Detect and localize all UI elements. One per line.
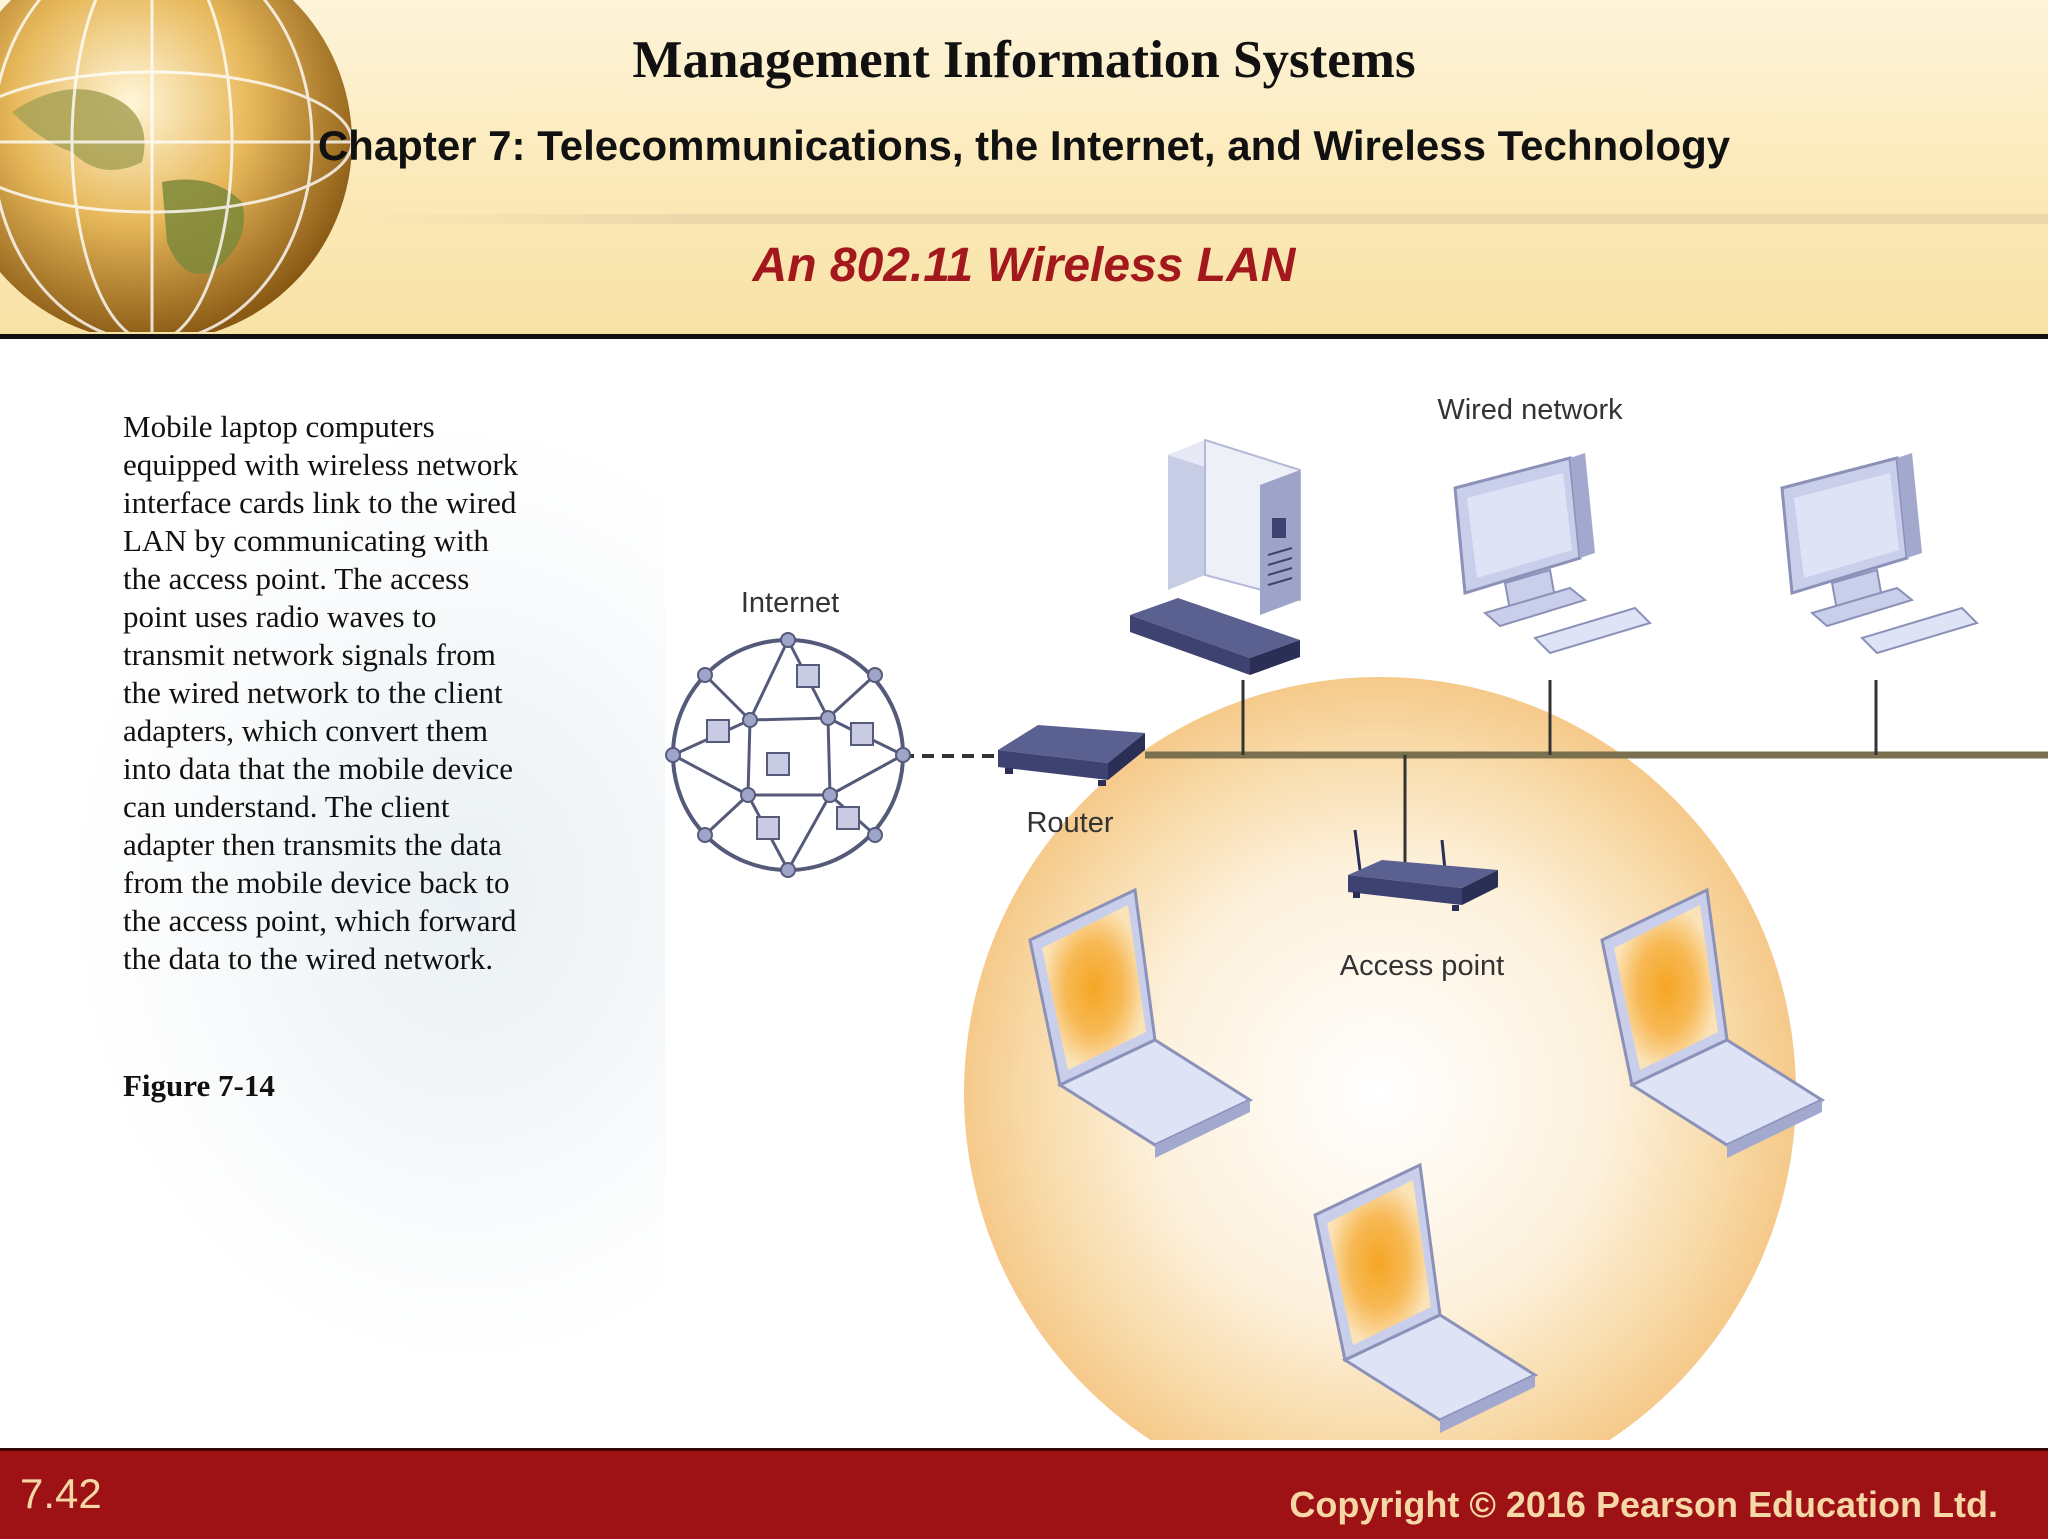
figure-description: Mobile laptop computers equipped with wi… (123, 408, 583, 978)
desktop-computer-icon (1780, 453, 1979, 655)
desktop-computer-icon (1453, 453, 1652, 655)
description-line: adapters, which convert them (123, 713, 488, 748)
laptop-icon (1028, 887, 1254, 1158)
internet-cloud-icon (665, 632, 911, 878)
description-line: into data that the mobile device (123, 751, 513, 786)
description-line: the wired network to the client (123, 675, 503, 710)
header-divider (0, 334, 2048, 339)
server-tower-icon (1130, 438, 1301, 675)
globe-icon (0, 0, 354, 332)
laptop-icon (1313, 1162, 1539, 1433)
access-point-label: Access point (1340, 950, 1504, 982)
header-swoosh (360, 214, 2048, 224)
description-line: point uses radio waves to (123, 599, 437, 634)
description-line: can understand. The client (123, 789, 450, 824)
description-line: the data to the wired network. (123, 941, 494, 976)
slide-number: 7.42 (20, 1470, 102, 1517)
description-line: interface cards link to the wired (123, 485, 517, 520)
description-line: transmit network signals from (123, 637, 496, 672)
wireless-lan-diagram: Wired network Internet Router Access poi… (665, 394, 2048, 1440)
chapter-title: Chapter 7: Telecommunications, the Inter… (317, 122, 1731, 169)
description-line: from the mobile device back to (123, 865, 510, 900)
laptop-icon (1600, 887, 1826, 1158)
description-line: Mobile laptop computers (123, 409, 435, 444)
description-line: the access point, which forward (123, 903, 517, 938)
coverage-area (964, 677, 1796, 1440)
slide-header: Management Information Systems Chapter 7… (0, 0, 2048, 336)
router-icon (998, 725, 1145, 786)
description-line: adapter then transmits the data (123, 827, 502, 862)
router-label: Router (1026, 807, 1113, 839)
slide-title: An 802.11 Wireless LAN (752, 239, 1296, 292)
copyright-notice: Copyright © 2016 Pearson Education Ltd. (1289, 1484, 1998, 1525)
description-line: LAN by communicating with (123, 523, 489, 558)
slide-footer (0, 1448, 2048, 1539)
wired-network-label: Wired network (1437, 394, 1623, 426)
figure-label: Figure 7-14 (123, 1068, 275, 1103)
internet-label: Internet (741, 587, 839, 619)
access-point-icon (1348, 829, 1498, 911)
description-line: the access point. The access (123, 561, 470, 596)
description-line: equipped with wireless network (123, 447, 519, 482)
book-title: Management Information Systems (632, 31, 1416, 89)
background-wash (0, 340, 665, 1448)
